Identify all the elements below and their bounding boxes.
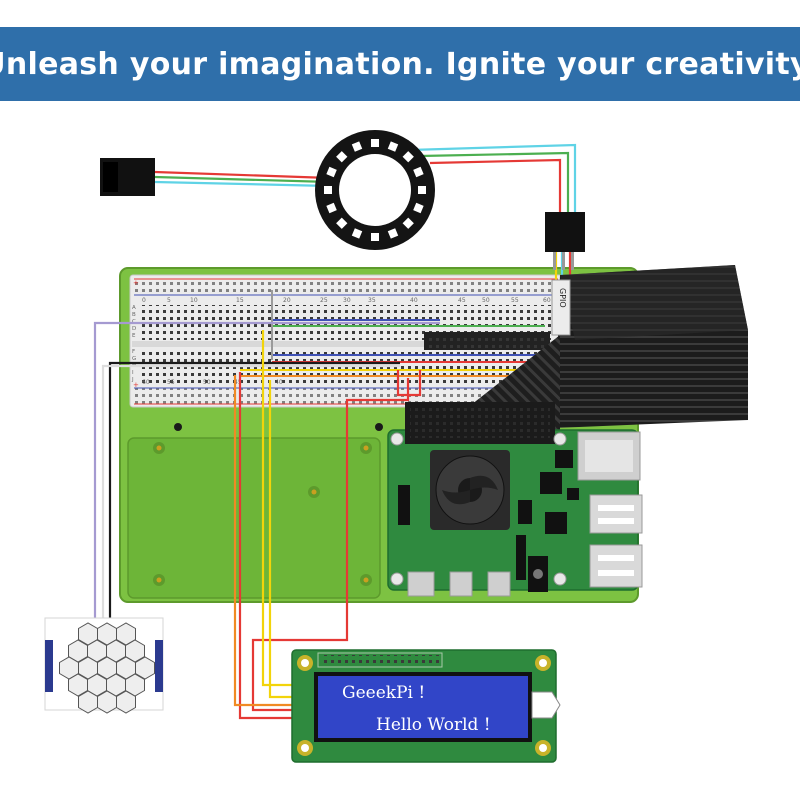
led-segment <box>402 217 414 229</box>
hex-touch-sensor <box>44 617 164 714</box>
led-segment <box>413 166 424 178</box>
col-number: 60 <box>543 297 551 304</box>
col-number: 50 <box>203 379 211 386</box>
led-ring-module <box>315 130 435 250</box>
hex-cell <box>116 690 136 714</box>
row-letter: I <box>132 370 134 376</box>
row-letter: E <box>132 333 136 339</box>
col-number: 20 <box>283 297 291 304</box>
sensor-connector-right <box>545 212 585 270</box>
led-segment <box>324 186 332 194</box>
cooling-fan <box>430 450 510 530</box>
col-number: 30 <box>343 297 351 304</box>
led-segment <box>413 202 424 214</box>
hex-cell <box>78 690 98 714</box>
breadboard: + + 0 5 10 15 20 25 30 35 40 45 50 55 60… <box>129 274 563 408</box>
col-number: 35 <box>368 297 376 304</box>
led-segment <box>336 217 348 229</box>
sensor-connector-left <box>100 158 155 196</box>
led-segment <box>371 139 379 147</box>
raspberry-pi-board <box>387 402 643 597</box>
led-segment <box>402 151 414 163</box>
led-segment <box>326 166 337 178</box>
col-number: 50 <box>482 297 490 304</box>
led-segment <box>418 186 426 194</box>
row-letter: J <box>131 377 134 383</box>
banner-title: Unleash your imagination. Ignite your cr… <box>0 46 800 82</box>
col-number: 55 <box>167 379 175 386</box>
led-segment <box>351 228 363 239</box>
col-number: 40 <box>410 297 418 304</box>
led-segment <box>336 151 348 163</box>
col-number: 55 <box>511 297 519 304</box>
hex-cell <box>97 690 117 714</box>
lcd-screen <box>318 676 528 738</box>
col-number: 10 <box>190 297 198 304</box>
svg-text:+: + <box>133 279 139 287</box>
svg-text:+: + <box>133 381 139 389</box>
led-segment <box>326 202 337 214</box>
led-segment <box>387 228 399 239</box>
row-letter: D <box>132 326 136 332</box>
wires <box>93 143 577 720</box>
lcd-line-1: GeeekPi ! <box>342 683 425 703</box>
row-letter: G <box>132 356 136 362</box>
col-number: 45 <box>234 379 242 386</box>
col-number: 40 <box>275 379 283 386</box>
lcd-1602-module: GeeekPi ! Hello World ! <box>291 649 561 763</box>
col-number: 15 <box>236 297 244 304</box>
gpio-label: GPIO <box>558 288 567 308</box>
header-banner: Unleash your imagination. Ignite your cr… <box>0 27 800 101</box>
gpio-ribbon-cable: GPIO <box>420 265 748 445</box>
led-segment <box>351 141 363 152</box>
col-number: 45 <box>458 297 466 304</box>
row-letter: F <box>132 349 135 355</box>
row-letter: B <box>132 312 136 318</box>
row-letter: A <box>132 305 136 311</box>
led-segment <box>387 141 399 152</box>
led-segment <box>371 233 379 241</box>
lcd-line-2: Hello World ! <box>376 715 491 735</box>
hex-cell <box>135 656 155 680</box>
col-number: 60 <box>142 379 150 386</box>
col-number: 5 <box>167 297 171 304</box>
col-number: 0 <box>142 297 146 304</box>
col-number: 25 <box>320 297 328 304</box>
